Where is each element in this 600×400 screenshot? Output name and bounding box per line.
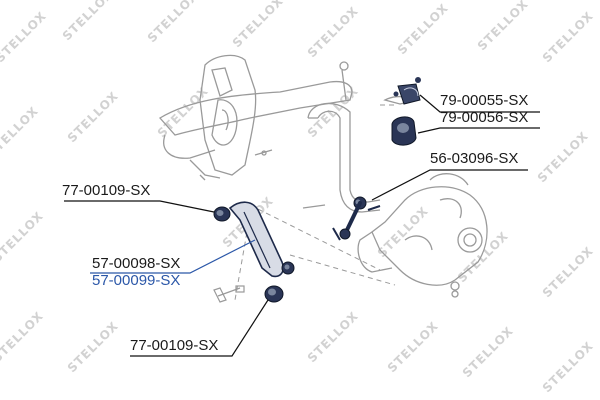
part-label-77-00109-upper: 77-00109-SX [62,182,151,199]
subframe-outline [158,54,353,209]
part-label-79-00056: 79-00056-SX [440,109,529,126]
leader-77-00109-upper [64,200,215,213]
leader-77-00109-lower [130,299,269,357]
stabilizer-clamp-part [393,77,421,105]
part-label-57-00098: 57-00098-SX [92,255,181,272]
leader-57-00099 [90,239,256,274]
part-label-77-00109-lower: 77-00109-SX [130,337,219,354]
stabilizer-bar-outline [307,96,409,213]
stabilizer-bushing-part [391,116,417,146]
leader-79-00056 [417,127,540,134]
arm-end-bushing-part [281,261,295,275]
knuckle-outline [357,173,488,298]
bushing-lower-part [264,285,284,303]
leader-56-03096 [371,169,528,201]
part-label-57-00099: 57-00099-SX [92,272,181,289]
bushing-upper-part [213,206,231,222]
leader-lines [64,94,540,357]
stabilizer-link-part [332,196,381,241]
control-arm-part [228,201,285,278]
part-label-56-03096: 56-03096-SX [430,150,519,167]
part-label-79-00055: 79-00055-SX [440,92,529,109]
bolt-outline [213,285,245,303]
assembly-guide-lines [234,104,396,301]
leader-79-00055 [419,94,540,113]
